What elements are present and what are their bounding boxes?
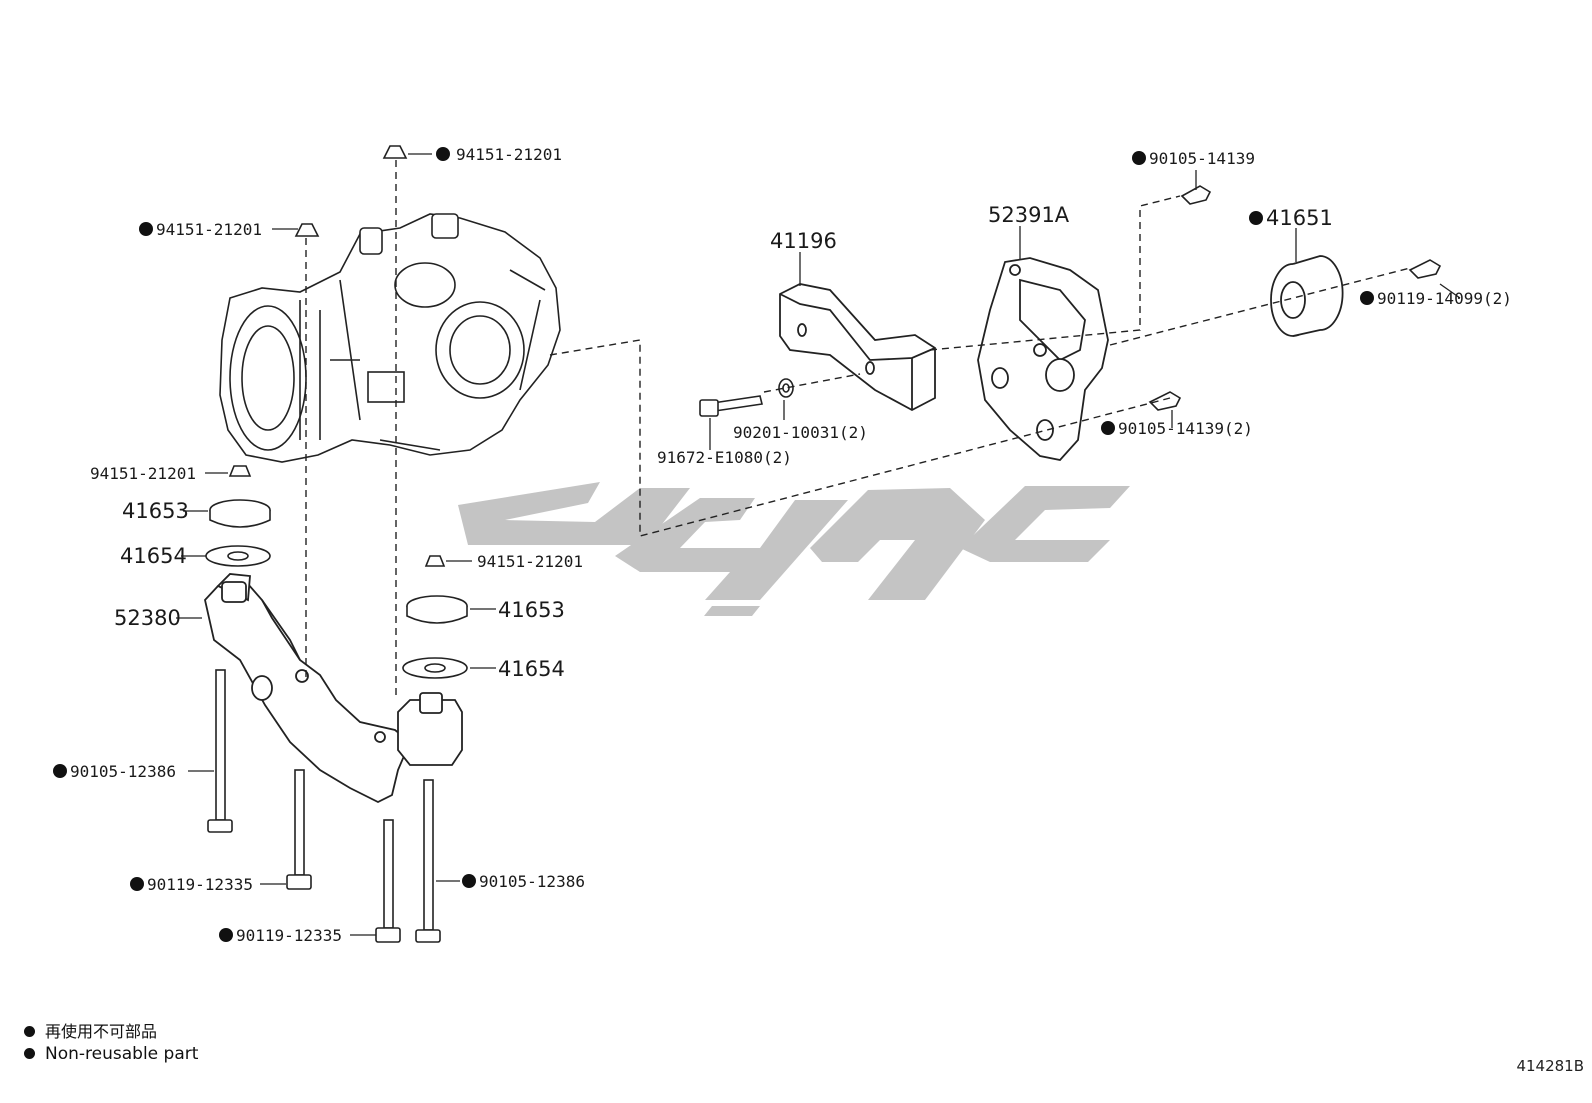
- stopper-washers-left: [205, 465, 271, 567]
- watermark-logo: [458, 482, 1130, 616]
- label-stopper-upper-right: 41653: [498, 598, 565, 622]
- stopper-washers-right: [402, 555, 468, 679]
- label-top-cushion-nut: 94151-21201: [456, 145, 562, 164]
- figure-id: 414281B: [1516, 1057, 1584, 1075]
- legend-japanese-text: 再使用不可部品: [45, 1022, 158, 1041]
- legend-japanese: 再使用不可部品: [24, 1018, 157, 1042]
- bracket-hardware: [699, 185, 1442, 417]
- label-member: 52380: [114, 606, 181, 630]
- label-stopper-lower-left: 41654: [120, 544, 187, 568]
- label-bolt-left-short: 90119-12335: [147, 875, 253, 894]
- label-dynamic-damper: 41196: [770, 229, 837, 253]
- label-damper-bolt: 91672-E1080(2): [657, 448, 792, 467]
- label-bracket-top-bolt: 90105-14139: [1149, 149, 1255, 168]
- label-bolt-left-long: 90105-12386: [70, 762, 176, 781]
- mount-bushing: [1270, 255, 1344, 337]
- legend-bullet-icon: [24, 1047, 35, 1059]
- transaxle-housing: [219, 213, 561, 463]
- label-lower-right-nut: 94151-21201: [477, 552, 583, 571]
- part-labels: 94151-21201 94151-21201 94151-21201 9415…: [70, 145, 1512, 945]
- label-bushing-bolt: 90119-14099(2): [1377, 289, 1512, 308]
- right-mount-insulator: [397, 692, 463, 766]
- leader-lines: [176, 153, 1461, 936]
- label-bracket-bolts: 90105-14139(2): [1118, 419, 1253, 438]
- label-lower-left-nut: 94151-21201: [90, 464, 196, 483]
- engine-mount-member: [204, 573, 412, 804]
- label-bolt-right-long: 90105-12386: [479, 872, 585, 891]
- label-bushing: 41651: [1266, 206, 1333, 230]
- legend-english: Non-reusable part: [24, 1044, 198, 1064]
- nuts-top: [294, 145, 408, 237]
- legend-english-text: Non-reusable part: [45, 1044, 199, 1064]
- label-left-cushion-nut: 94151-21201: [156, 220, 262, 239]
- label-bolt-center-short: 90119-12335: [236, 926, 342, 945]
- label-stopper-lower-right: 41654: [498, 657, 565, 681]
- assembly-lines: [305, 160, 1411, 700]
- mount-bracket: [977, 257, 1109, 461]
- label-stopper-upper-left: 41653: [122, 499, 189, 523]
- label-washer: 90201-10031(2): [733, 423, 868, 442]
- label-bracket: 52391A: [988, 203, 1070, 227]
- non-reusable-markers: [53, 147, 1374, 942]
- dynamic-damper: [779, 283, 936, 412]
- member-bolts: [207, 669, 441, 943]
- legend-bullet-icon: [24, 1026, 35, 1037]
